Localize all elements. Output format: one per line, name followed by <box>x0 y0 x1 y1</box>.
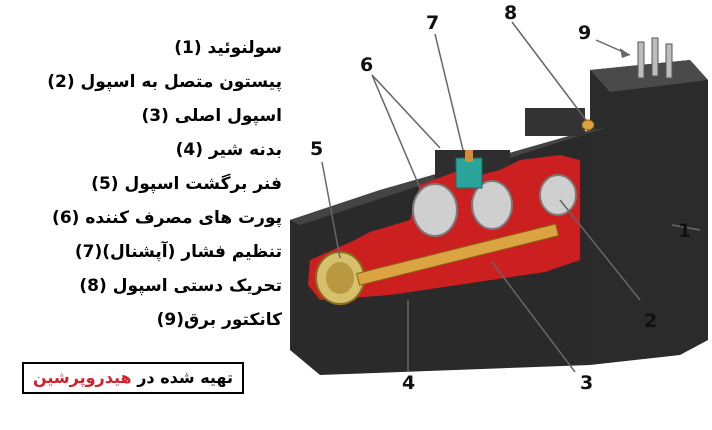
valve-illustration <box>290 21 708 375</box>
callout-2: 2 <box>644 310 658 332</box>
callout-3: 3 <box>580 372 594 394</box>
legend-item-main-spool: اسپول اصلی (3) <box>141 106 282 126</box>
legend-item-return-spring: فنر برگشت اسپول (5) <box>91 174 282 194</box>
valve-cutaway-diagram: 1 2 3 4 5 6 7 8 9 <box>260 0 712 426</box>
main-spool <box>356 223 560 286</box>
legend-item-connector: کانکتور برق(9) <box>156 310 282 330</box>
credit-brand: هیدروپرشین <box>32 368 132 387</box>
legend-item-solenoid: سولنوئید (1) <box>174 38 282 58</box>
connector-pin-3 <box>665 43 673 79</box>
callout-7: 7 <box>426 12 440 34</box>
manual-override <box>581 119 595 131</box>
callout-8: 8 <box>504 2 518 24</box>
connector-pin-1 <box>637 41 645 79</box>
callout-4: 4 <box>402 372 416 394</box>
legend-item-valve-body: بدنه شیر (4) <box>175 140 282 160</box>
legend-item-pressure-adjust: تنظیم فشار (آپشنال)(7) <box>74 242 282 262</box>
legend-item-consumer-ports: پورت های مصرف کننده (6) <box>52 208 282 228</box>
callout-9: 9 <box>578 22 592 44</box>
solenoid-housing <box>590 60 708 365</box>
connector-pin-2 <box>651 37 659 77</box>
callout-6: 6 <box>360 54 374 76</box>
credit-prefix: تهیه شده در <box>131 368 233 387</box>
consumer-port-1 <box>412 183 458 237</box>
legend-item-manual-override: تحریک دستی اسپول (8) <box>79 276 282 296</box>
piston <box>539 174 577 216</box>
callout-1: 1 <box>678 220 692 242</box>
credit-box: تهیه شده در هیدروپرشین <box>22 362 244 394</box>
callout-5: 5 <box>310 138 324 160</box>
pressure-adjuster <box>455 157 483 189</box>
legend-item-piston: پیستون متصل به اسپول (2) <box>47 72 282 92</box>
consumer-port-2 <box>471 180 513 230</box>
